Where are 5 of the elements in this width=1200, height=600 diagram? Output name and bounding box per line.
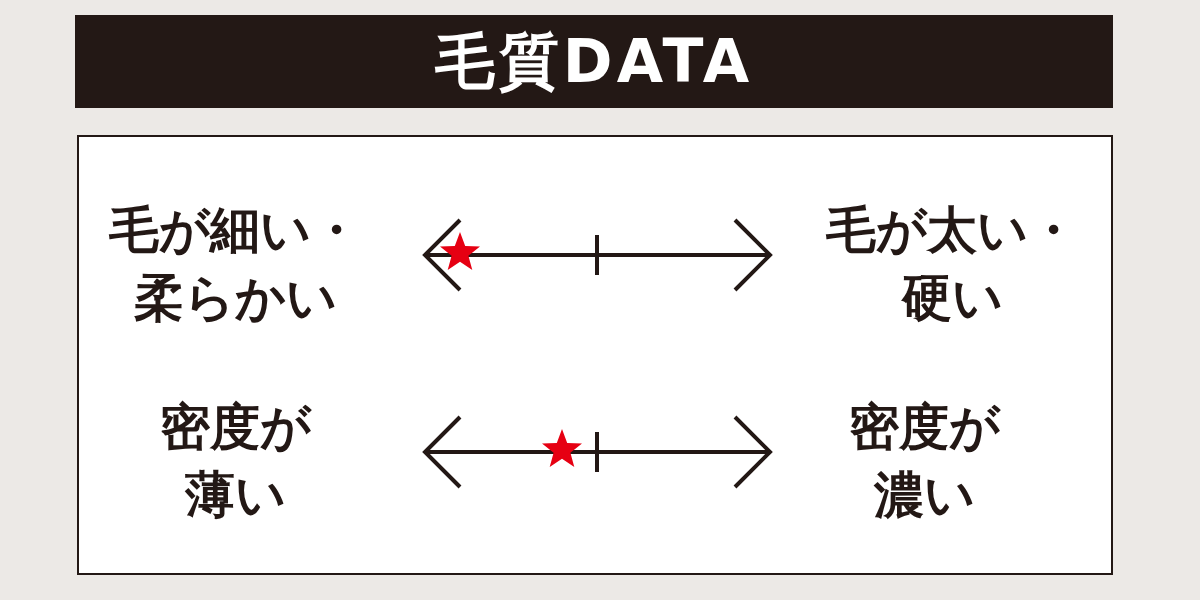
title: 毛質DATA bbox=[433, 25, 755, 98]
scale-end-label: 密度が濃い bbox=[848, 397, 1002, 526]
scale-end-label: 毛が細い・柔らかい bbox=[108, 200, 362, 329]
scale-end-label: 毛が太い・硬い bbox=[825, 200, 1079, 329]
scale-end-label: 密度が薄い bbox=[159, 397, 313, 526]
